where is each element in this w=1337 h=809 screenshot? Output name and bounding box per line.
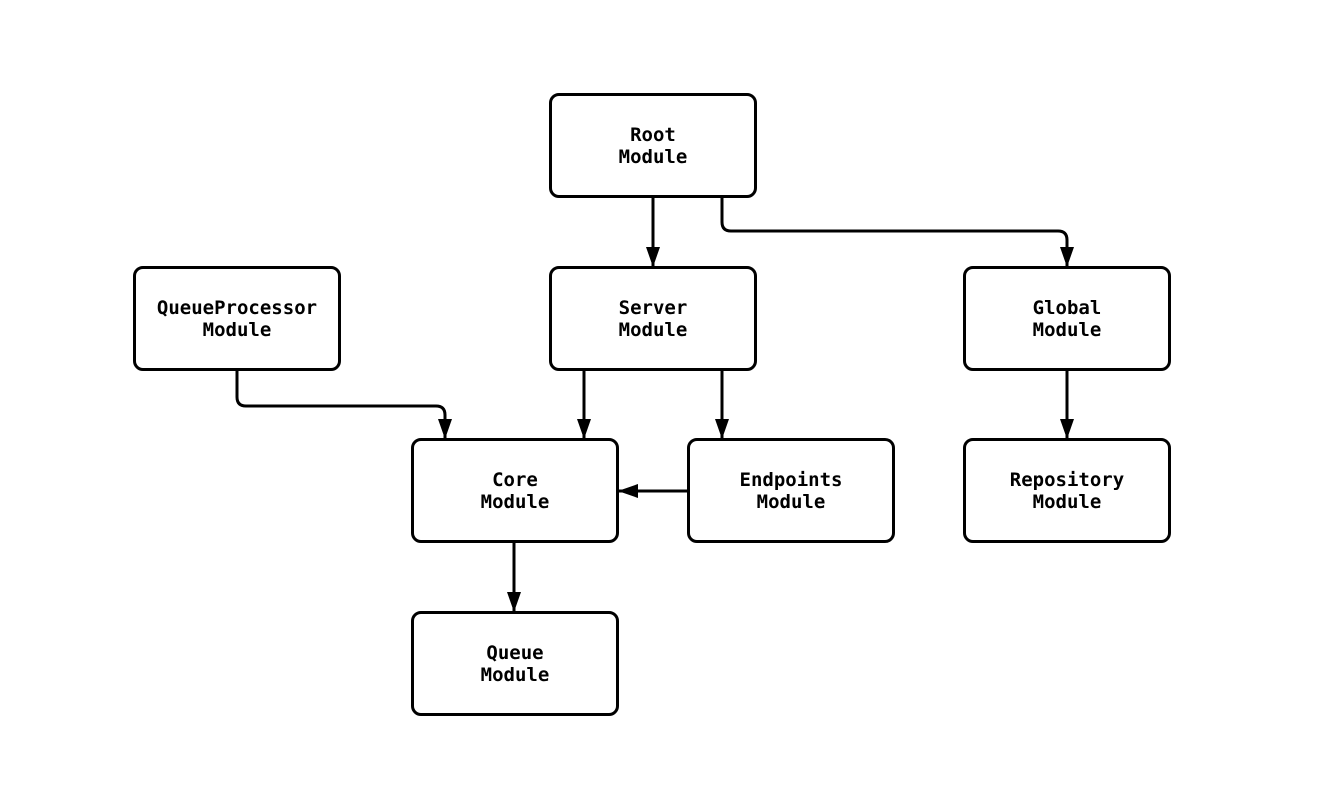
node-label-line: Module — [480, 663, 550, 686]
node-label-line: Global — [1032, 296, 1102, 319]
node-label-line: Core — [492, 468, 538, 491]
node-label-line: Server — [618, 296, 688, 319]
node-label-line: Module — [480, 490, 550, 513]
node-label-line: Module — [202, 318, 272, 341]
edge-root-to-global — [720, 198, 1074, 267]
node-label-line: Module — [1032, 490, 1102, 513]
node-label-line: Module — [1032, 318, 1102, 341]
node-label-line: Module — [756, 490, 826, 513]
node-label-line: Repository — [1009, 468, 1125, 491]
node-label-line: QueueProcessor — [156, 296, 318, 319]
node-label-line: Queue — [486, 641, 544, 664]
node-label-line: Module — [618, 145, 688, 168]
node-label-line: Root — [630, 123, 676, 146]
edge-queueprocessor-to-core — [235, 371, 452, 439]
node-label-line: Module — [618, 318, 688, 341]
node-label-line: Endpoints — [739, 468, 843, 491]
